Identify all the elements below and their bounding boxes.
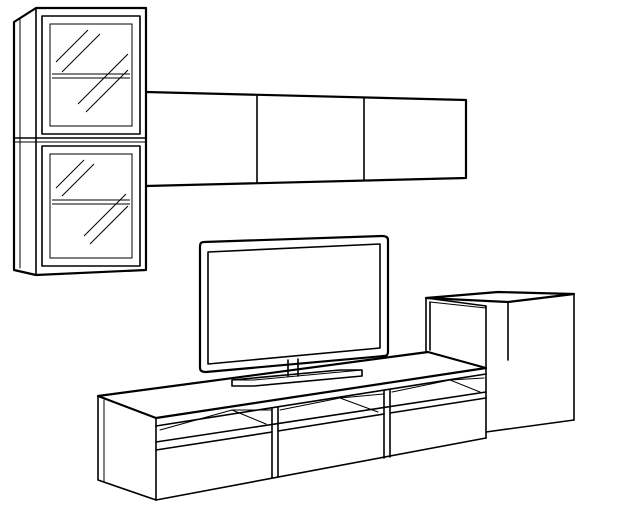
side-cabinet [424,290,576,433]
tv-bench [96,350,488,501]
wall-shelf-cabinet [144,90,468,188]
lower-glass-door [41,145,141,267]
flat-screen-tv [198,234,390,387]
upper-glass-door [41,15,141,135]
glass-door-wall-cabinet [12,6,148,277]
